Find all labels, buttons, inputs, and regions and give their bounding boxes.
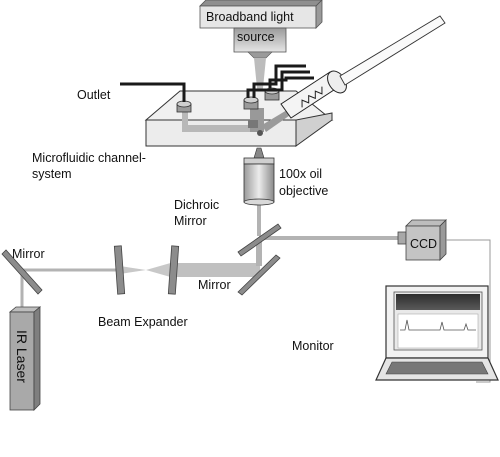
chip-channel-junction bbox=[248, 120, 258, 128]
objective-base bbox=[243, 198, 275, 206]
beam-expander-cone-2 bbox=[146, 262, 174, 278]
monitor-label: Monitor bbox=[292, 339, 334, 353]
ccd-cable bbox=[446, 239, 491, 383]
mirror-center bbox=[237, 254, 281, 296]
beam-expander-lens-1 bbox=[113, 245, 126, 295]
chip-side bbox=[295, 112, 333, 147]
ccd-top bbox=[405, 219, 447, 227]
beam-expander-lens-2 bbox=[167, 245, 180, 295]
mirror-center-label: Mirror bbox=[198, 278, 231, 292]
ccd-label: CCD bbox=[410, 237, 437, 251]
syringe-coil bbox=[301, 86, 323, 108]
light-source-nozzle bbox=[247, 51, 273, 59]
monitor-plot-area bbox=[397, 313, 479, 349]
oil-objective bbox=[243, 147, 275, 206]
inlet-tube-1 bbox=[246, 70, 310, 98]
microfluidic-chip bbox=[120, 64, 334, 147]
ir-laser-front bbox=[9, 311, 35, 411]
microfluidic-label-line2: system bbox=[32, 167, 72, 181]
objective-label-line2: objective bbox=[279, 184, 328, 198]
light-source-label-line1: Broadband light bbox=[206, 10, 294, 24]
inlet-tube-2 bbox=[252, 64, 306, 98]
trapping-point bbox=[257, 130, 263, 136]
ccd-side bbox=[439, 219, 447, 261]
light-beam-cone bbox=[254, 58, 266, 98]
objective-collar bbox=[243, 157, 275, 165]
syringe-needle bbox=[339, 15, 446, 86]
light-source-side bbox=[315, 0, 323, 29]
inlet-tube-3 bbox=[268, 76, 314, 88]
ir-laser-label: IR Laser bbox=[14, 330, 30, 383]
ir-laser: IR Laser bbox=[8, 306, 42, 411]
ccd-body bbox=[405, 225, 441, 261]
syringe-assembly bbox=[280, 15, 446, 119]
light-source-housing bbox=[233, 27, 287, 53]
ccd-camera: CCD bbox=[397, 219, 447, 261]
monitor-plot-trace bbox=[400, 319, 476, 331]
light-source-top bbox=[199, 0, 323, 7]
beam-after-expander bbox=[174, 263, 260, 277]
inlet-port-left bbox=[243, 96, 259, 110]
objective-body bbox=[243, 163, 275, 203]
outlet-port bbox=[120, 82, 192, 113]
laser-beam bbox=[20, 205, 400, 312]
beam-expander-label: Beam Expander bbox=[98, 315, 188, 329]
dichroic-label-line1: Dichroic bbox=[174, 198, 219, 212]
laptop-monitor bbox=[375, 285, 499, 381]
objective-tip bbox=[253, 147, 265, 159]
dichroic-mirror bbox=[237, 223, 282, 257]
monitor-image-strip bbox=[396, 294, 480, 310]
objective-label-line1: 100x oil bbox=[279, 167, 322, 181]
ccd-lens bbox=[397, 231, 407, 245]
microfluidic-label-line1: Microfluidic channel- bbox=[32, 151, 146, 165]
monitor-keys bbox=[385, 361, 489, 375]
beam-expander-cone bbox=[120, 266, 146, 274]
dichroic-label-line2: Mirror bbox=[174, 214, 207, 228]
chip-channel bbox=[182, 125, 264, 132]
chip-channel-vertical bbox=[182, 112, 188, 132]
outlet-tube bbox=[120, 82, 186, 102]
ir-laser-side bbox=[33, 306, 41, 411]
outlet-label: Outlet bbox=[77, 88, 111, 102]
mirror-left-label: Mirror bbox=[12, 247, 45, 261]
broadband-light-source: Broadband light source bbox=[199, 0, 323, 98]
light-source-label-line2: source bbox=[237, 30, 275, 44]
mirror-left bbox=[1, 249, 43, 295]
